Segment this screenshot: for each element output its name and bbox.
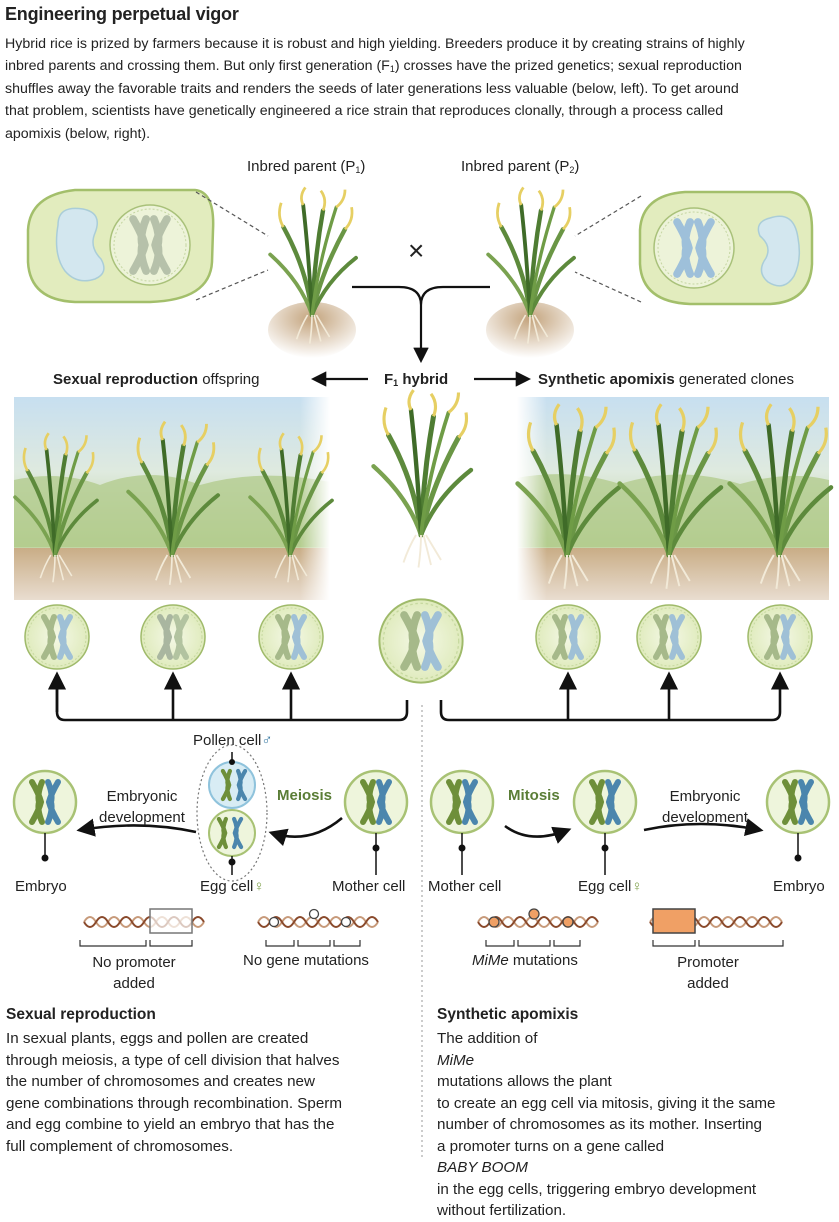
offspring-chromosomes-3	[258, 604, 324, 670]
f1-hybrid-plant	[374, 390, 472, 568]
figure-artwork	[12, 0, 839, 1159]
apomixis-section-heading: Synthetic apomixis	[437, 1006, 579, 1023]
female-icon: ♀	[631, 878, 643, 895]
dna-no-promoter	[79, 908, 205, 947]
egg-cell-right	[572, 769, 638, 835]
pollen-egg-group	[196, 744, 268, 882]
sexual-section-heading: Sexual reproduction	[6, 1006, 156, 1023]
cross-symbol: ×	[408, 235, 425, 266]
embryo-cell-right	[765, 769, 831, 835]
clone-chromosomes-2	[636, 604, 702, 670]
embryo-cell-left	[12, 769, 78, 835]
sexual-section-text: In sexual plants, eggs and pollen are cr…	[6, 1030, 343, 1155]
parent1-label: Inbred parent (P1)	[247, 158, 366, 175]
parent2-cell	[638, 190, 814, 306]
f1-chromosomes	[378, 598, 464, 684]
egg-cell-label-right: Egg cell♀	[578, 878, 643, 895]
dna-mime-mutations	[477, 908, 599, 947]
egg-cell-label-left: Egg cell♀	[200, 878, 265, 895]
offspring-chromosomes-2	[140, 604, 206, 670]
offspring-chromosomes-1	[24, 604, 90, 670]
meiosis-label: Meiosis	[277, 787, 333, 804]
intro-paragraph: Hybrid rice is prized by farmers because…	[5, 33, 837, 145]
clone-chromosomes-1	[535, 604, 601, 670]
mime-mutations-label: MiMe mutations	[472, 952, 578, 969]
dna-no-gene-mutations	[257, 908, 379, 947]
f1-hybrid-label: F1 hybrid	[384, 371, 449, 388]
mother-cell-label-right: Mother cell	[428, 878, 502, 895]
intro-line-5: apomixis (below, right).	[5, 125, 151, 142]
embryo-label-left: Embryo	[15, 878, 67, 895]
intro-line-3: shuffles away the favorable traits and r…	[5, 80, 739, 97]
apomixis-clones-heading: Synthetic apomixis generated clones	[538, 371, 794, 388]
apomixis-section-text: The addition of MiMe mutations allows th…	[437, 1030, 776, 1219]
no-gene-mutations-label: No gene mutations	[243, 952, 369, 969]
mother-cell-right	[429, 769, 495, 835]
dna-promoter-added	[649, 908, 784, 947]
clone-chromosomes-3	[747, 604, 813, 670]
figure-title: Engineering perpetual vigor	[5, 4, 239, 24]
mother-cell-left	[343, 769, 409, 835]
female-icon: ♀	[253, 878, 265, 895]
intro-line-2a: inbred parents and crossing them. But on…	[5, 58, 390, 75]
male-icon: ♂	[261, 732, 273, 749]
sexual-offspring-heading: Sexual reproduction offspring	[53, 371, 260, 388]
intro-line-2b: ) crosses have the prized genetics; sexu…	[394, 58, 742, 75]
intro-subscript: 1	[389, 64, 395, 75]
intro-line-1: Hybrid rice is prized by farmers because…	[5, 36, 745, 52]
parent2-label: Inbred parent (P2)	[461, 158, 580, 175]
mitosis-label: Mitosis	[508, 787, 560, 804]
embryo-label-right: Embryo	[773, 878, 825, 895]
parent1-cell	[26, 188, 215, 304]
pollen-cell-label: Pollen cell♂	[193, 732, 273, 749]
mother-cell-label-left: Mother cell	[332, 878, 406, 895]
intro-line-4: that problem, scientists have geneticall…	[5, 103, 724, 120]
